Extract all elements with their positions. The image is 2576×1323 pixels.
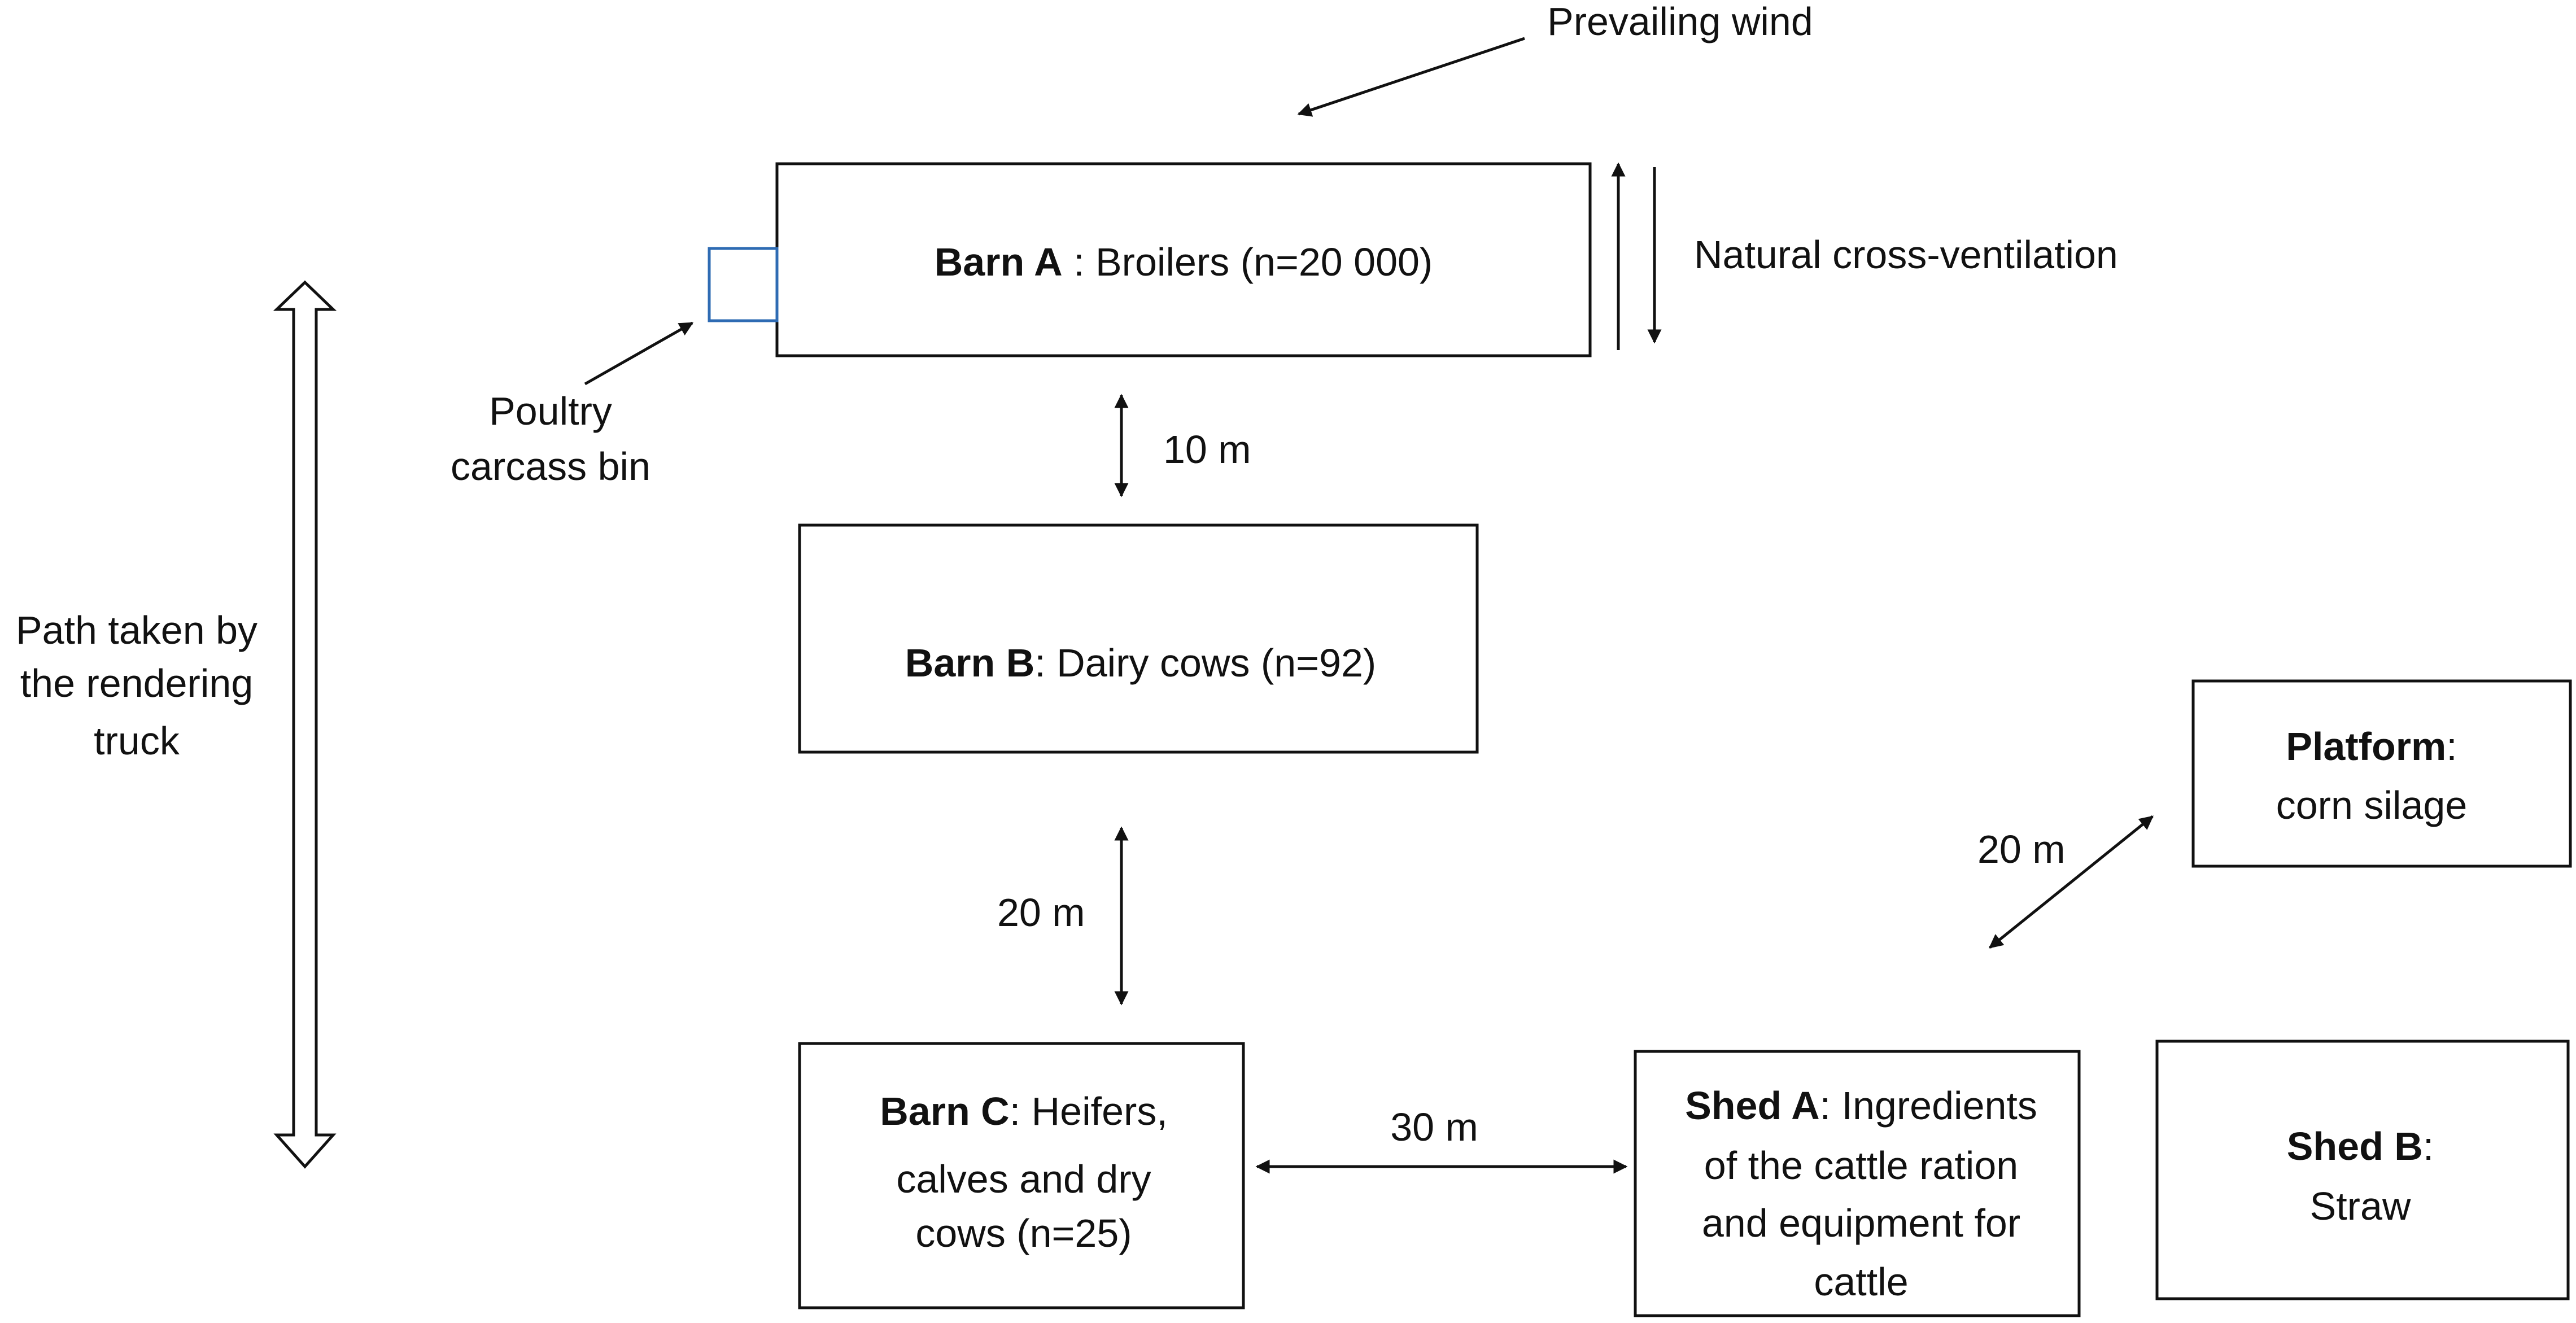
barn-b-desc: : Dairy cows (n=92) <box>1034 641 1376 685</box>
shed-b-label-line1: Shed B: <box>2287 1124 2434 1168</box>
barn-a-label: Barn A : Broilers (n=20 000) <box>935 240 1433 284</box>
prevailing-wind-label: Prevailing wind <box>1547 0 1813 43</box>
shed-a-label-line1: Shed A: Ingredients <box>1685 1084 2037 1128</box>
shed-b-label-line2: Straw <box>2310 1184 2411 1228</box>
barn-c-name: Barn C <box>880 1089 1009 1133</box>
shed-a-label-line2: of the cattle ration <box>1704 1143 2018 1187</box>
barn-c-box <box>798 1042 1245 1309</box>
distance-c-shed-a-label: 30 m <box>1390 1105 1478 1149</box>
shed-a-desc: : Ingredients <box>1820 1084 2037 1128</box>
truck-path-arrow <box>273 280 337 1169</box>
truck-path-label-line1: Path taken by <box>16 608 257 652</box>
barn-b-box <box>798 523 1479 754</box>
distance-b-c-label: 20 m <box>997 890 1085 935</box>
poultry-carcass-bin <box>708 247 779 322</box>
barn-c-label-line1: Barn C: Heifers, <box>880 1089 1168 1133</box>
shed-a-label-line3: and equipment for <box>1702 1201 2020 1245</box>
prevailing-wind-arrow <box>1297 37 1525 117</box>
barn-a-desc: : Broilers (n=20 000) <box>1063 240 1433 284</box>
shed-b-name: Shed B <box>2287 1124 2423 1168</box>
shed-b-desc: : <box>2423 1124 2434 1168</box>
platform-desc: : <box>2446 724 2457 769</box>
truck-path-label-line3: truck <box>94 719 180 763</box>
distance-a-b-label: 10 m <box>1163 427 1251 471</box>
distance-shed-platform-label: 20 m <box>1977 827 2066 871</box>
barn-c-desc: : Heifers, <box>1010 1089 1168 1133</box>
carcass-bin-label-line1: Poultry <box>489 389 612 433</box>
barn-c-label-line2: calves and dry <box>896 1157 1151 1201</box>
platform-label-line2: corn silage <box>2276 783 2468 827</box>
platform-box <box>2191 679 2572 868</box>
barn-c-label-line3: cows (n=25) <box>915 1211 1132 1255</box>
shed-b-box <box>2155 1040 2570 1300</box>
barn-a-box <box>775 162 1592 357</box>
barn-b-label: Barn B: Dairy cows (n=92) <box>905 641 1376 685</box>
shed-a-box <box>1634 1050 2081 1317</box>
distance-shed-platform-arrow <box>1989 815 2154 949</box>
platform-name: Platform <box>2286 724 2446 769</box>
barn-b-name: Barn B <box>905 641 1034 685</box>
carcass-bin-pointer-arrow <box>584 321 694 386</box>
truck-path-label-line2: the rendering <box>20 661 254 705</box>
barn-a-name: Barn A <box>935 240 1063 284</box>
platform-label-line1: Platform: <box>2286 724 2457 769</box>
natural-cross-ventilation-label: Natural cross-ventilation <box>1694 233 2118 277</box>
shed-a-label-line4: cattle <box>1814 1260 1908 1304</box>
shed-a-name: Shed A <box>1685 1084 1820 1128</box>
carcass-bin-label-line2: carcass bin <box>451 444 650 488</box>
